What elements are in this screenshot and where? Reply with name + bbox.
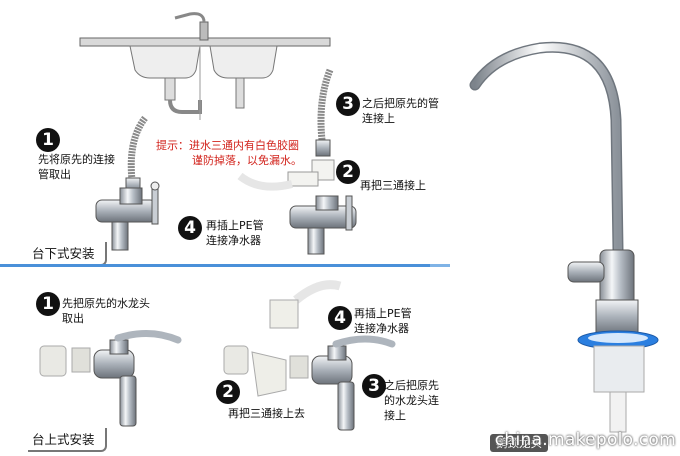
tee-connector-icon — [237, 68, 357, 255]
step-1-text: 先将原先的连接 管取出 — [38, 152, 115, 182]
oc-step-3-line-1: 之后把原先 — [384, 379, 439, 392]
section-divider-fade — [430, 264, 450, 267]
oc-step-1-badge: 1 — [36, 292, 60, 316]
oc-step-3-badge: 3 — [362, 374, 386, 398]
step-1-badge: 1 — [36, 128, 60, 152]
tip-text: 提示：进水三通内有白色胶圈 谨防掉落，以免漏水。 — [156, 138, 302, 168]
faucet-label: 鹅颈龙头 — [490, 434, 548, 452]
tip-line-2: 谨防掉落，以免漏水。 — [192, 154, 302, 167]
over-counter-title: 台上式安装 — [28, 428, 107, 452]
step-4-line-1: 再插上PE管 — [206, 219, 264, 232]
oc-step-1-line-1: 先把原先的水龙头 — [62, 297, 150, 310]
sink-icon — [79, 12, 331, 120]
tap-icon — [39, 330, 182, 427]
step-1-line-2: 管取出 — [38, 168, 71, 181]
step-3-line-1: 之后把原先的管 — [362, 97, 439, 110]
gooseneck-faucet-icon — [469, 41, 659, 433]
oc-step-2-line-1: 再把三通接上去 — [228, 407, 305, 420]
step-3-badge: 3 — [336, 92, 360, 116]
tee-tap-icon — [223, 280, 396, 431]
oc-step-4-badge: 4 — [328, 306, 352, 330]
oc-step-3-text: 之后把原先 的水龙头连 接上 — [384, 378, 439, 423]
step-3-text: 之后把原先的管 连接上 — [362, 96, 439, 126]
oc-step-2-badge: 2 — [216, 380, 240, 404]
tip-line-1: 提示：进水三通内有白色胶圈 — [156, 139, 299, 152]
section-divider — [0, 264, 430, 267]
oc-step-3-line-3: 接上 — [384, 409, 406, 422]
step-1-line-1: 先将原先的连接 — [38, 153, 115, 166]
step-2-line-1: 再把三通接上 — [360, 179, 426, 192]
oc-step-4-line-1: 再插上PE管 — [354, 307, 412, 320]
oc-step-1-line-2: 取出 — [62, 312, 84, 325]
oc-step-3-line-2: 的水龙头连 — [384, 394, 439, 407]
watermark: china.makepolo.com — [494, 430, 676, 450]
oc-step-4-text: 再插上PE管 连接净水器 — [354, 306, 412, 336]
step-2-text: 再把三通接上 — [360, 178, 426, 193]
step-4-line-2: 连接净水器 — [206, 234, 261, 247]
angle-valve-icon — [95, 115, 160, 251]
step-4-text: 再插上PE管 连接净水器 — [206, 218, 264, 248]
step-4-badge: 4 — [178, 216, 202, 240]
oc-step-4-line-2: 连接净水器 — [354, 322, 409, 335]
under-counter-title: 台下式安装 — [28, 242, 107, 266]
oc-step-1-text: 先把原先的水龙头 取出 — [62, 296, 150, 326]
step-2-badge: 2 — [336, 160, 360, 184]
oc-step-2-text: 再把三通接上去 — [228, 406, 305, 421]
step-3-line-2: 连接上 — [362, 112, 395, 125]
